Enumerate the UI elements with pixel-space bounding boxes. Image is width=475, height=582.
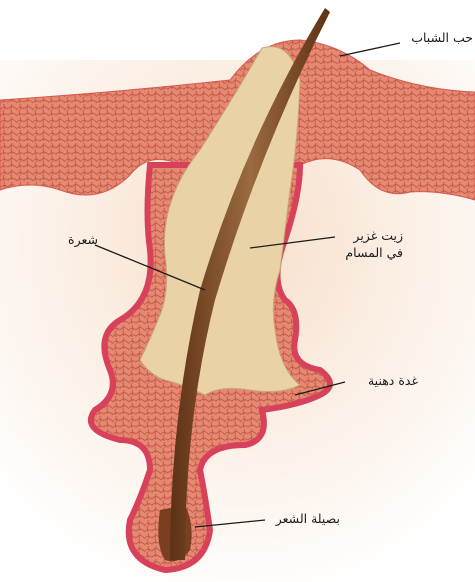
label-acne: حب الشباب [395,30,473,47]
label-hair: شعرة [52,232,98,249]
label-bulb: بصيلة الشعر [258,511,340,528]
leader-acne [340,43,400,56]
label-sebum-line1: زيت غزير [325,228,403,245]
label-gland: غدة دهنية [340,373,418,390]
label-sebum-line2: في المسام [325,245,403,262]
label-sebum: زيت غزير في المسام [325,228,403,262]
